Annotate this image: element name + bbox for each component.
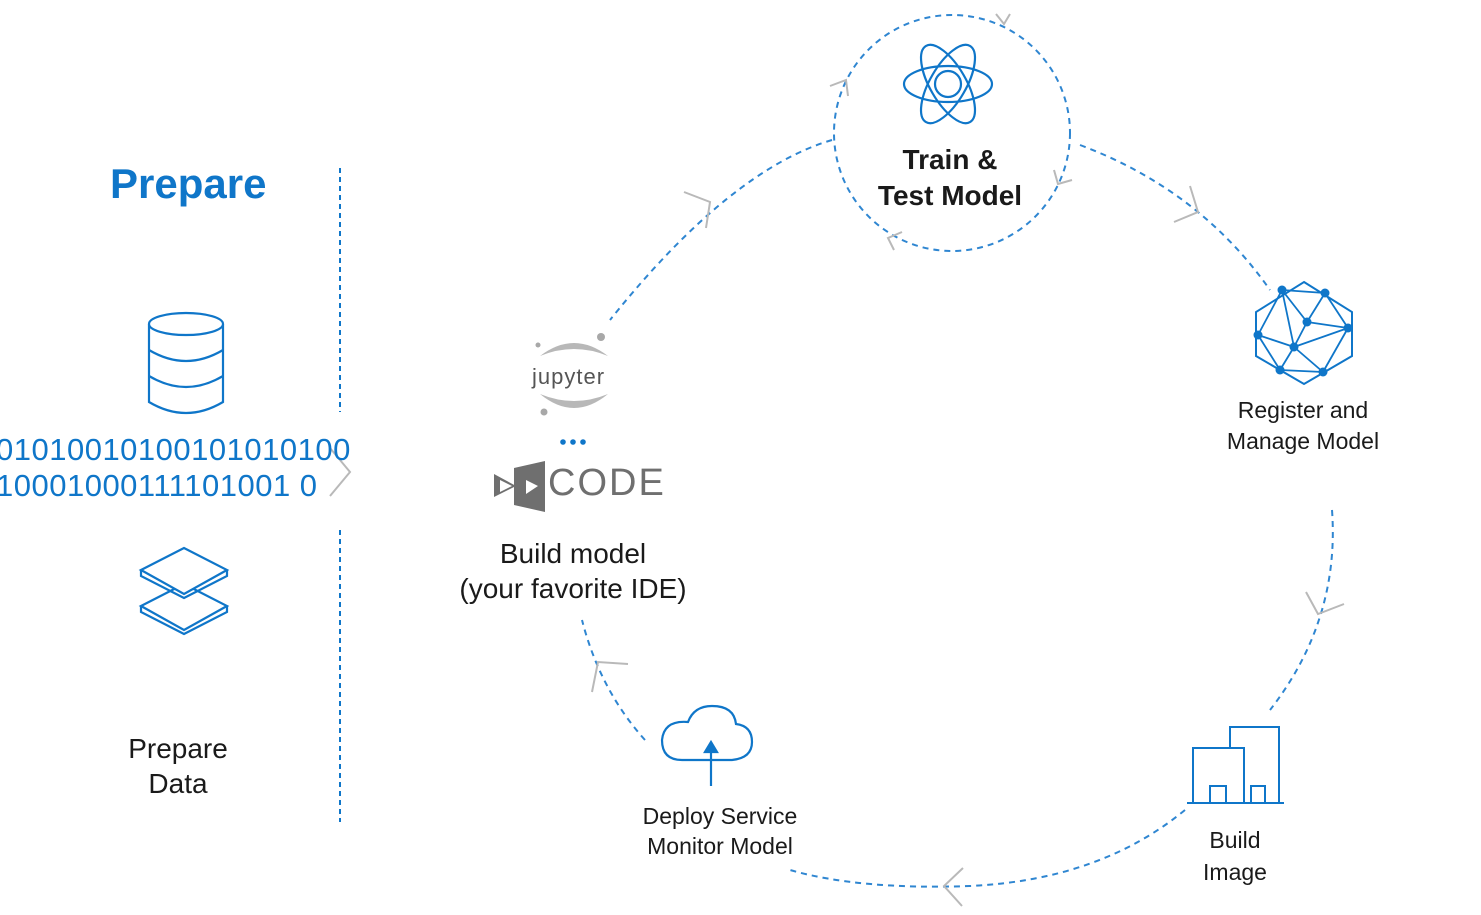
register-manage-model-label: Register and Manage Model — [1226, 397, 1380, 454]
arc-register-to-build-image — [1269, 509, 1334, 711]
cycle-chevrons — [591, 185, 1345, 907]
chevron-icon — [995, 13, 1011, 26]
database-icon — [147, 311, 225, 415]
buildings-icon — [1187, 726, 1284, 804]
train-cycle-circle — [833, 14, 1071, 252]
network-model-icon — [1253, 280, 1353, 386]
prepare-data-label: Prepare Data — [128, 733, 228, 799]
binary-line: 10001000111101001 0 — [0, 468, 318, 503]
chevron-icon — [829, 78, 849, 97]
ellipsis-dots — [560, 439, 586, 445]
chevron-icon — [683, 191, 712, 229]
train-test-model-label: Train & Test Model — [877, 144, 1023, 211]
cloud-upload-icon — [660, 704, 754, 786]
train-cycle-chevrons — [829, 13, 1073, 251]
chevron-icon — [1053, 169, 1073, 186]
arc-train-to-register — [1079, 144, 1271, 291]
jupyter-logo-text: jupyter — [532, 364, 606, 389]
build-image-label: Build Image — [1203, 827, 1267, 885]
arc-build-image-to-deploy — [789, 809, 1186, 888]
arc-deploy-to-build-model — [581, 619, 646, 741]
chevron-icon — [942, 867, 964, 907]
chevron-icon — [591, 660, 629, 693]
chevron-icon — [1305, 591, 1345, 616]
binary-chevron-icon — [329, 447, 352, 497]
prepare-title: Prepare — [110, 160, 267, 207]
jupyter-logo — [535, 333, 608, 416]
build-model-label: Build model (your favorite IDE) — [459, 538, 687, 604]
chevron-icon — [886, 231, 903, 251]
arc-build-to-train — [609, 139, 833, 321]
binary-line: 01010010100101010100 — [0, 432, 351, 467]
cycle-arrows — [581, 139, 1334, 888]
deploy-monitor-label: Deploy Service Monitor Model — [642, 803, 798, 859]
chevron-icon — [1173, 185, 1200, 223]
vs-code-logo-text: CODE — [548, 462, 666, 504]
atom-icon — [902, 43, 994, 125]
vs-code-logo — [494, 461, 545, 512]
binary-data: 01010010100101010100 10001000111101001 0 — [0, 432, 351, 504]
layers-icon — [138, 546, 230, 636]
